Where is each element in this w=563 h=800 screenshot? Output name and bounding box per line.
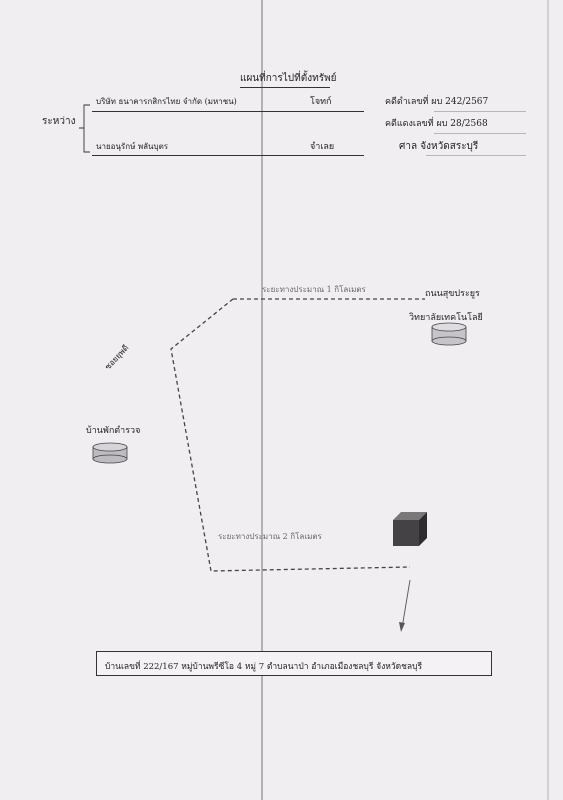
property-address: บ้านเลขที่ 222/167 หมู่บ้านพรีซีโอ 4 หมู… xyxy=(105,662,423,672)
page-title: แผนที่การไปที่ตั้งทรัพย์ xyxy=(240,73,337,84)
property-cube-icon xyxy=(393,512,427,546)
college-building-icon xyxy=(431,322,467,346)
plaintiff-name: บริษัท ธนาคารกสิกรไทย จำกัด (มหาชน) xyxy=(96,97,237,106)
plaintiff-role: โจทก์ xyxy=(310,97,332,107)
police-house-label: บ้านพักตำรวจ xyxy=(86,426,141,436)
college-label: วิทยาลัยเทคโนโลยี xyxy=(409,313,483,323)
defendant-rule xyxy=(92,155,364,156)
distance-label-1: ระยะทางประมาณ 1 กิโลเมตร xyxy=(262,285,366,294)
red-case-number: คดีแดงเลขที่ ผบ 28/2568 xyxy=(385,119,488,129)
defendant-name: นายอนุรักษ์ พลันบุตร xyxy=(96,142,169,151)
arrow-head-icon xyxy=(399,622,405,632)
between-label: ระหว่าง xyxy=(42,116,76,127)
red-case-rule xyxy=(434,133,526,134)
court-name: ศาล จังหวัดสระบุรี xyxy=(399,141,479,152)
distance-label-2: ระยะทางประมาณ 2 กิโลเมตร xyxy=(218,532,322,541)
route-path-diagonal xyxy=(170,298,411,572)
pointer-line xyxy=(401,579,411,629)
bracket-icon xyxy=(79,104,90,153)
black-case-number: คดีดำเลขที่ ผบ 242/2567 xyxy=(385,97,489,107)
plaintiff-rule xyxy=(92,111,364,112)
black-case-rule xyxy=(434,111,526,112)
court-rule xyxy=(426,155,526,156)
road-label: ถนนสุขประยูร xyxy=(425,289,480,299)
defendant-role: จำเลย xyxy=(310,142,335,152)
police-house-icon xyxy=(92,442,128,464)
title-underline xyxy=(240,87,330,88)
address-box: บ้านเลขที่ 222/167 หมู่บ้านพรีซีโอ 4 หมู… xyxy=(96,651,492,676)
